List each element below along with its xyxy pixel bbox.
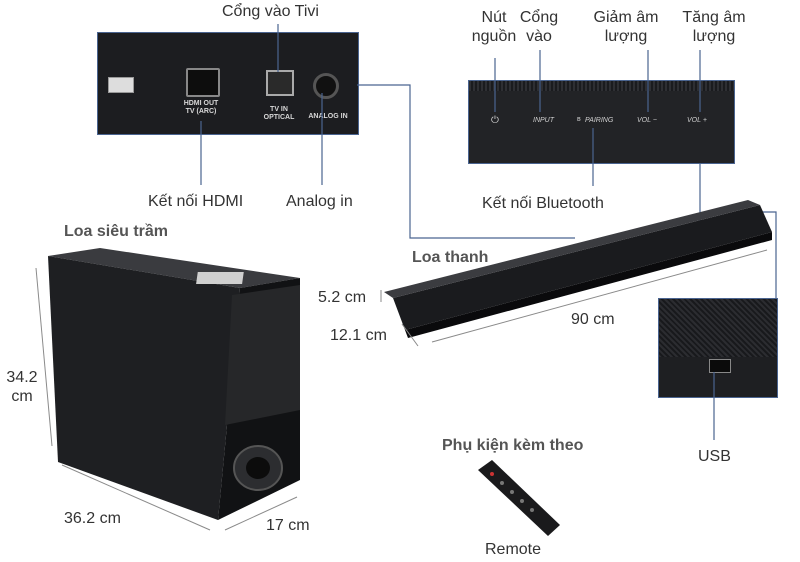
callout-vol-up: Tăng âm lượng [682,9,746,46]
bluetooth-icon: ʙ [577,116,581,123]
input-button-label: INPUT [533,117,554,124]
vol-minus-label: VOL − [637,117,657,124]
usb-closeup-grille [659,299,777,357]
hdmi-port [186,68,220,97]
usb-port [108,77,134,93]
subwoofer-dimensions [35,267,298,531]
top-control-panel: ⏻ INPUT ʙ PAIRING VOL − VOL + [468,80,735,164]
callout-hdmi: Kết nối HDMI [148,193,244,210]
analog-port-label: ANALOG IN [308,113,348,120]
callout-power: Nút nguồn [471,9,517,46]
usb-closeup-panel [658,298,778,398]
usb-closeup-port [709,359,731,373]
remote-label: Remote [485,541,542,558]
callout-bluetooth: Kết nối Bluetooth [482,195,604,212]
optical-port [266,70,294,96]
grille-edge [469,81,734,91]
power-button-icon: ⏻ [491,115,499,126]
remote-illustration [478,460,560,536]
callout-tv-input: Cổng vào Tivi [222,3,319,20]
hdmi-port-label: HDMI OUT TV (ARC) [183,100,219,116]
callout-analog: Analog in [286,193,353,210]
optical-port-label: TV IN OPTICAL [263,106,295,122]
subwoofer-width: 36.2 cm [64,510,121,527]
vol-plus-label: VOL + [687,117,707,124]
analog-port [313,73,339,99]
soundbar-title: Loa thanh [412,249,489,266]
callout-vol-down: Giảm âm lượng [593,9,659,46]
soundbar-height: 5.2 cm [318,289,367,306]
subwoofer-illustration [48,248,300,520]
subwoofer-title: Loa siêu trầm [64,223,169,240]
callout-usb: USB [698,448,731,465]
callout-input: Cổng vào [519,9,559,46]
soundbar-length: 90 cm [571,311,615,328]
pairing-button-label: PAIRING [585,117,614,124]
rear-connector-panel: HDMI OUT TV (ARC) TV IN OPTICAL ANALOG I… [97,32,359,135]
soundbar-depth: 12.1 cm [330,327,387,344]
subwoofer-depth: 17 cm [266,517,310,534]
accessories-title: Phụ kiện kèm theo [442,437,584,454]
subwoofer-height: 34.2 cm [6,369,38,406]
